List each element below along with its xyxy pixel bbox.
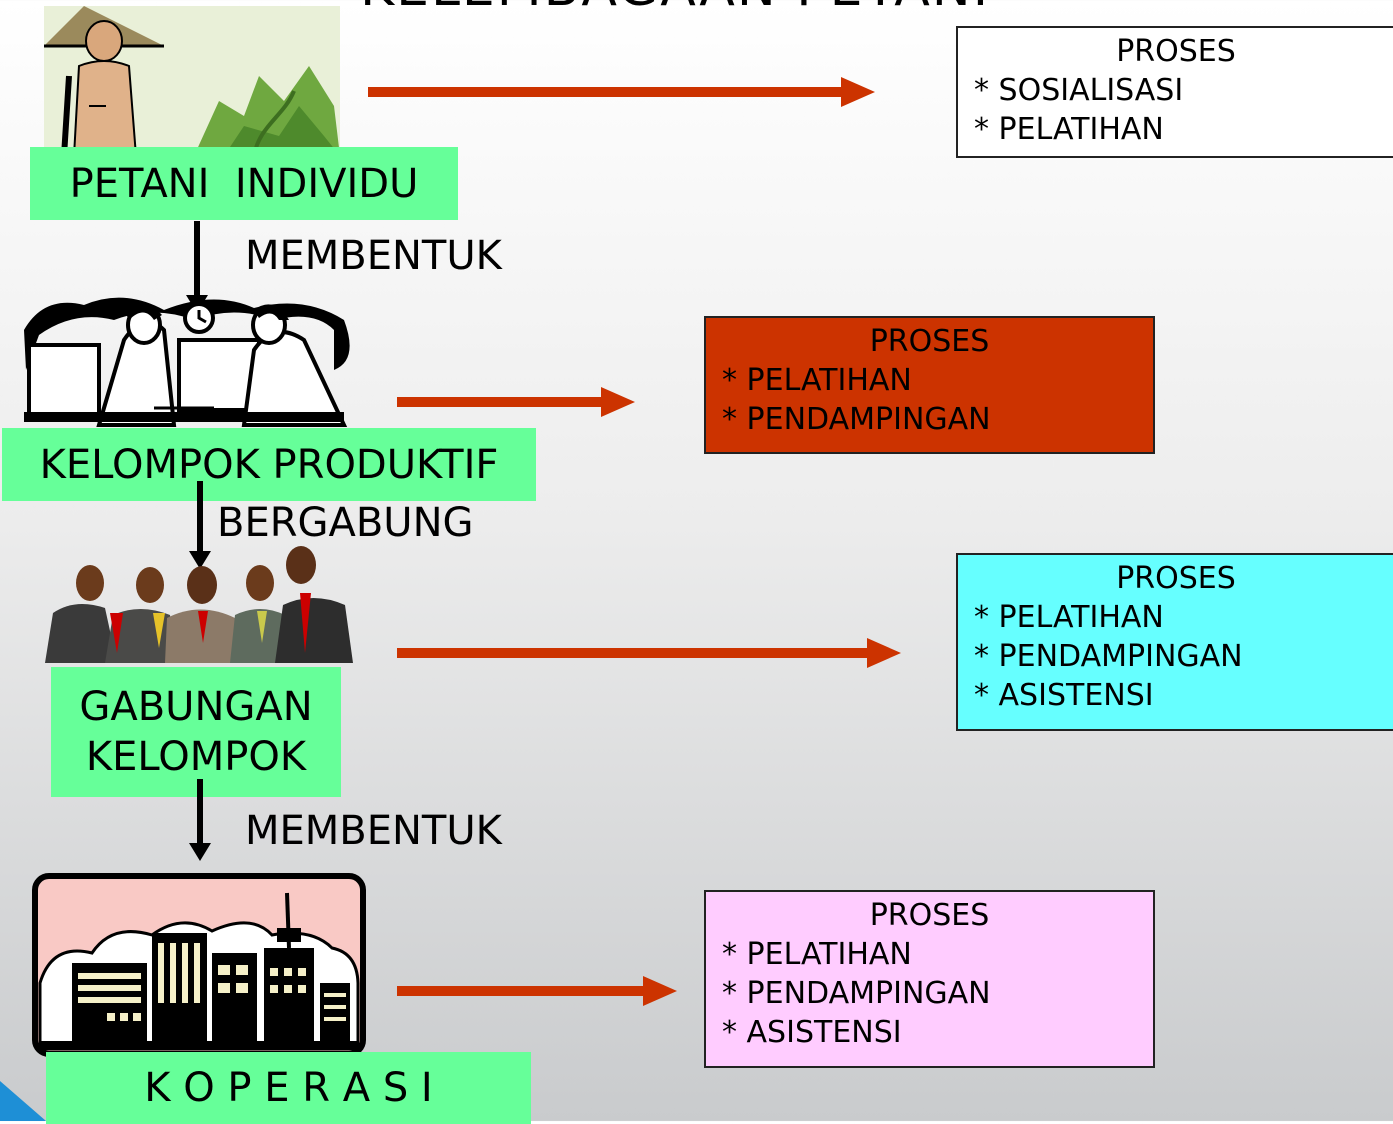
process-item: * PELATIHAN [722,937,912,972]
process-heading: PROSES [869,898,990,933]
process-heading: PROSES [869,324,990,359]
process-box-4: PROSES * PELATIHAN * PENDAMPINGAN * ASIS… [704,890,1155,1068]
node-kelompok-label: KELOMPOK PRODUKTIF [39,441,499,488]
process-item: * PELATIHAN [722,363,912,398]
arrow-to-process-3 [397,638,901,668]
process-item: * PENDAMPINGAN [722,976,991,1011]
node-koperasi-label: K O P E R A S I [144,1065,433,1111]
process-item: * PENDAMPINGAN [722,402,991,437]
slide-title: KELEMBAGAAN PETANI [360,0,1160,18]
arrow-to-process-2 [397,387,635,417]
connector-label-bergabung: BERGABUNG [217,500,474,546]
arrow-down-1 [186,221,208,313]
process-item: * PENDAMPINGAN [974,639,1243,674]
node-petani-individu: PETANI INDIVIDU [30,147,458,220]
process-item: * SOSIALISASI [974,73,1184,108]
city-buildings-illustration-icon [32,873,366,1057]
connector-label-membentuk: MEMBENTUK [245,233,502,279]
group-people-illustration-icon [45,543,353,663]
node-petani-label: PETANI INDIVIDU [69,160,419,207]
process-item: * PELATIHAN [974,112,1164,147]
process-item: * ASISTENSI [722,1015,902,1050]
node-gabungan-line2: KELOMPOK [85,734,307,780]
process-item: * ASISTENSI [974,678,1154,713]
process-box-2: PROSES * PELATIHAN * PENDAMPINGAN [704,316,1155,454]
node-koperasi: K O P E R A S I [46,1052,531,1124]
node-gabungan-kelompok: GABUNGAN KELOMPOK [51,667,341,797]
node-kelompok-produktif: KELOMPOK PRODUKTIF [2,428,536,501]
corner-accent-triangle [0,1081,46,1121]
process-item: * PELATIHAN [974,600,1164,635]
farmer-illustration-icon [44,6,340,156]
process-heading: PROSES [1116,561,1236,596]
process-box-1: PROSES * SOSIALISASI * PELATIHAN [956,26,1393,158]
arrow-down-3 [189,779,211,861]
arrow-to-process-4 [397,976,677,1006]
connector-label-membentuk-2: MEMBENTUK [245,808,502,854]
process-heading: PROSES [1116,34,1236,69]
arrow-to-process-1 [368,77,875,107]
process-box-3: PROSES * PELATIHAN * PENDAMPINGAN * ASIS… [956,553,1393,731]
node-gabungan-line1: GABUNGAN [79,684,313,730]
business-meeting-illustration-icon [14,290,354,430]
arrow-down-2 [189,481,211,569]
